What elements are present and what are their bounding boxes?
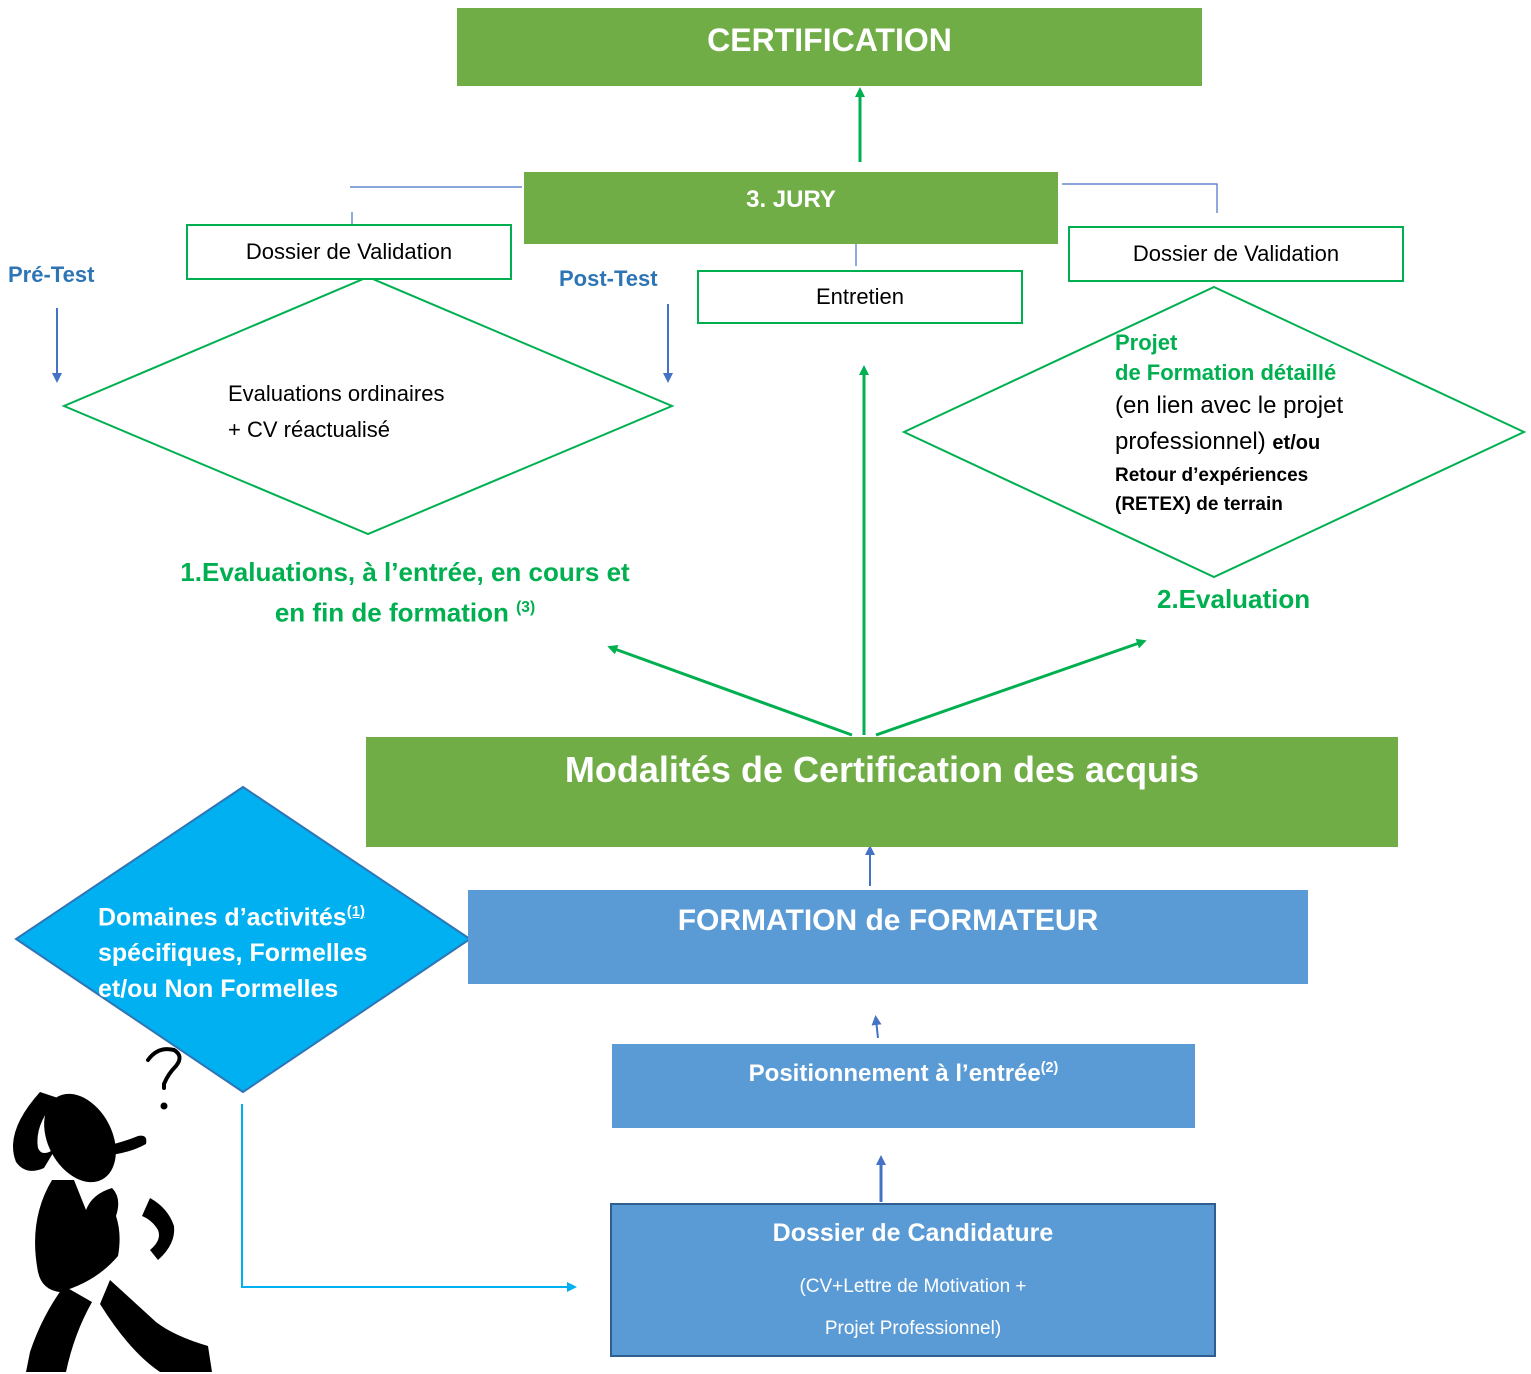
- right-line5: Retour d’expériences: [1115, 465, 1309, 486]
- evaluations-caption: 1.Evaluations, à l’entrée, en cours et e…: [120, 554, 690, 631]
- positionnement-box: Positionnement à l’entrée(2): [612, 1044, 1195, 1128]
- candidature-title: Dossier de Candidature: [772, 1219, 1054, 1247]
- formation-title: FORMATION de FORMATEUR: [677, 904, 1099, 937]
- domaines-diamond: [14, 785, 472, 1094]
- left-dossier-label: Dossier de Validation: [245, 239, 453, 264]
- pre-test-label: Pré-Test: [8, 262, 95, 287]
- candidature-line2: Projet Professionnel): [824, 1318, 1002, 1339]
- domaines-text: Domaines d’activités(1) spécifiques, For…: [98, 894, 368, 1007]
- positionnement-title: Positionnement à l’entrée(2): [748, 1060, 1059, 1087]
- modalites-title: Modalités de Certification des acquis: [564, 749, 1200, 790]
- formation-box: FORMATION de FORMATEUR: [468, 890, 1308, 984]
- domaines-line3: et/ou Non Formelles: [98, 975, 339, 1004]
- right-dossier-validation-box: Dossier de Validation: [1068, 226, 1404, 282]
- left-evaluation-diamond: [61, 275, 675, 536]
- evaluations-caption-line1: 1.Evaluations, à l’entrée, en cours et: [180, 557, 630, 587]
- candidature-line1: (CV+Lettre de Motivation +: [799, 1276, 1027, 1297]
- right-line6: (RETEX) de terrain: [1115, 494, 1283, 515]
- entretien-label: Entretien: [815, 284, 905, 309]
- evaluations-caption-line2: en fin de formation (3): [274, 597, 536, 628]
- domaines-line2: spécifiques, Formelles: [98, 939, 368, 968]
- candidature-box: Dossier de Candidature (CV+Lettre de Mot…: [610, 1203, 1216, 1357]
- post-test-label: Post-Test: [559, 266, 658, 291]
- thinking-person-icon: [13, 1047, 212, 1372]
- left-dossier-validation-box: Dossier de Validation: [186, 224, 512, 280]
- right-line2: de Formation détaillé: [1115, 360, 1337, 385]
- right-line1: Projet: [1115, 330, 1178, 355]
- right-line4: professionnel) et/ou: [1115, 428, 1321, 455]
- domaines-note: (1): [346, 903, 366, 920]
- connector-domaines-to-candidature: [241, 1104, 577, 1292]
- left-diamond-text: Evaluations ordinaires + CV réactualisé: [228, 376, 444, 448]
- evaluations-note: (3): [516, 599, 536, 616]
- arrow-modalites-to-evaluations: [607, 645, 853, 737]
- evaluation-caption: 2.Evaluation: [1157, 584, 1311, 614]
- jury-box: 3. JURY: [524, 172, 1058, 244]
- jury-title: 3. JURY: [746, 186, 836, 213]
- right-diamond-text: Projet de Formation détaillé (en lien av…: [1115, 328, 1415, 519]
- arrow-positionnement-to-formation: [871, 1015, 882, 1039]
- left-diamond-line2: + CV réactualisé: [228, 417, 391, 442]
- certification-box: CERTIFICATION: [457, 8, 1202, 86]
- modalites-box: Modalités de Certification des acquis: [366, 737, 1398, 847]
- right-line3: (en lien avec le projet: [1115, 392, 1344, 419]
- right-dossier-label: Dossier de Validation: [1132, 241, 1340, 266]
- certification-title: CERTIFICATION: [707, 22, 952, 58]
- right-evaluation-diamond: [901, 285, 1527, 579]
- domaines-line1: Domaines d’activités(1): [98, 903, 366, 932]
- connector-jury-right: [1062, 183, 1218, 213]
- left-diamond-line1: Evaluations ordinaires: [228, 381, 445, 406]
- positionnement-note: (2): [1040, 1060, 1059, 1076]
- entretien-box: Entretien: [697, 270, 1023, 324]
- arrow-modalites-to-evaluation: [875, 638, 1147, 737]
